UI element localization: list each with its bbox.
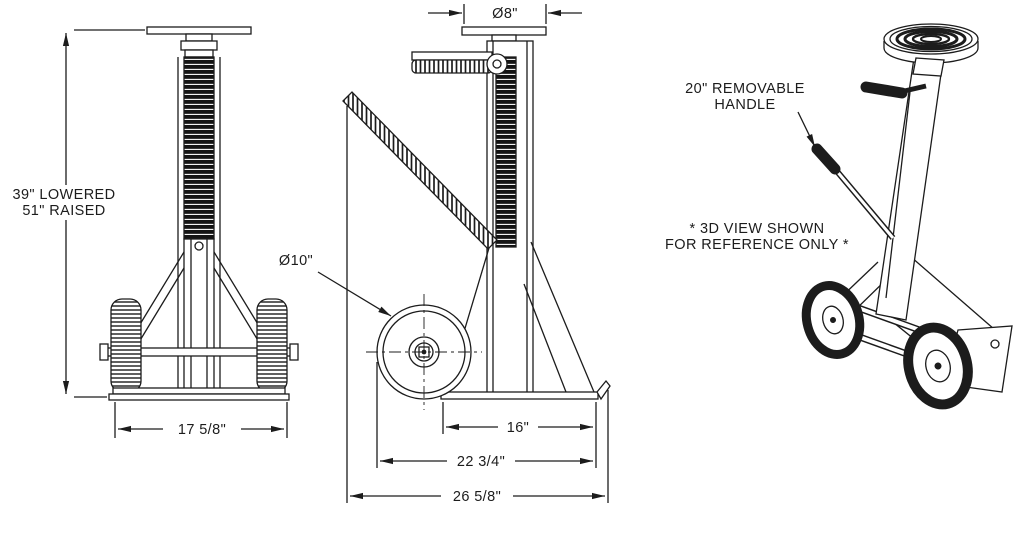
- front-hook: [194, 241, 204, 251]
- side-overall-dimension: [346, 106, 609, 503]
- iso-handle-label-line1: 20" REMOVABLE: [685, 81, 805, 97]
- iso-left-wheel: [801, 281, 865, 359]
- side-overall-dim-label: 26 5/8": [453, 489, 501, 505]
- side-mid-dim-label: 22 3/4": [457, 454, 505, 470]
- side-top-diameter-label: Ø8": [492, 6, 518, 22]
- front-left-wheel: [110, 298, 142, 393]
- front-view-labels: 39" LOWERED 51" RAISED 17 5/8": [4, 185, 241, 438]
- iso-right-wheel: [903, 322, 973, 410]
- side-wheel-diameter-label: Ø10": [279, 253, 313, 269]
- iso-top-plate: [883, 23, 979, 64]
- side-view-labels: Ø8" Ø10" 16" 22 3/4" 26 5/8": [270, 6, 538, 505]
- side-ratchet-bar: [495, 56, 517, 248]
- front-ratchet-bar: [183, 56, 215, 240]
- side-top-diameter-dimension: [428, 4, 582, 24]
- front-width-label: 17 5/8": [178, 422, 226, 438]
- front-right-wheel: [256, 298, 288, 393]
- side-view: Ø8" Ø10" 16" 22 3/4" 26 5/8": [270, 4, 611, 505]
- side-base-dim-label: 16": [507, 420, 529, 436]
- iso-removable-handle: [811, 143, 896, 240]
- side-tow-bar: [342, 91, 498, 250]
- iso-handle-leader: [797, 111, 816, 148]
- front-height-label-line1: 39" LOWERED: [12, 187, 115, 203]
- front-view-linework: [62, 26, 299, 438]
- iso-view-labels: 20" REMOVABLE HANDLE * 3D VIEW SHOWN FOR…: [665, 81, 849, 253]
- front-view: 39" LOWERED 51" RAISED 17 5/8": [4, 26, 299, 438]
- front-height-label-line2: 51" RAISED: [22, 203, 105, 219]
- iso-reference-note-line1: * 3D VIEW SHOWN: [690, 221, 825, 237]
- iso-view-linework: [797, 23, 1013, 410]
- side-release-lever: [411, 51, 508, 75]
- iso-crank-grip: [860, 81, 908, 99]
- iso-reference-note-line2: FOR REFERENCE ONLY *: [665, 237, 849, 253]
- side-wheel: [366, 294, 482, 410]
- side-base-lip: [596, 379, 611, 401]
- side-wheel-leader: [317, 271, 392, 317]
- iso-view: 20" REMOVABLE HANDLE * 3D VIEW SHOWN FOR…: [665, 23, 1013, 410]
- iso-handle-label-line2: HANDLE: [714, 97, 775, 113]
- side-view-linework: [317, 4, 611, 503]
